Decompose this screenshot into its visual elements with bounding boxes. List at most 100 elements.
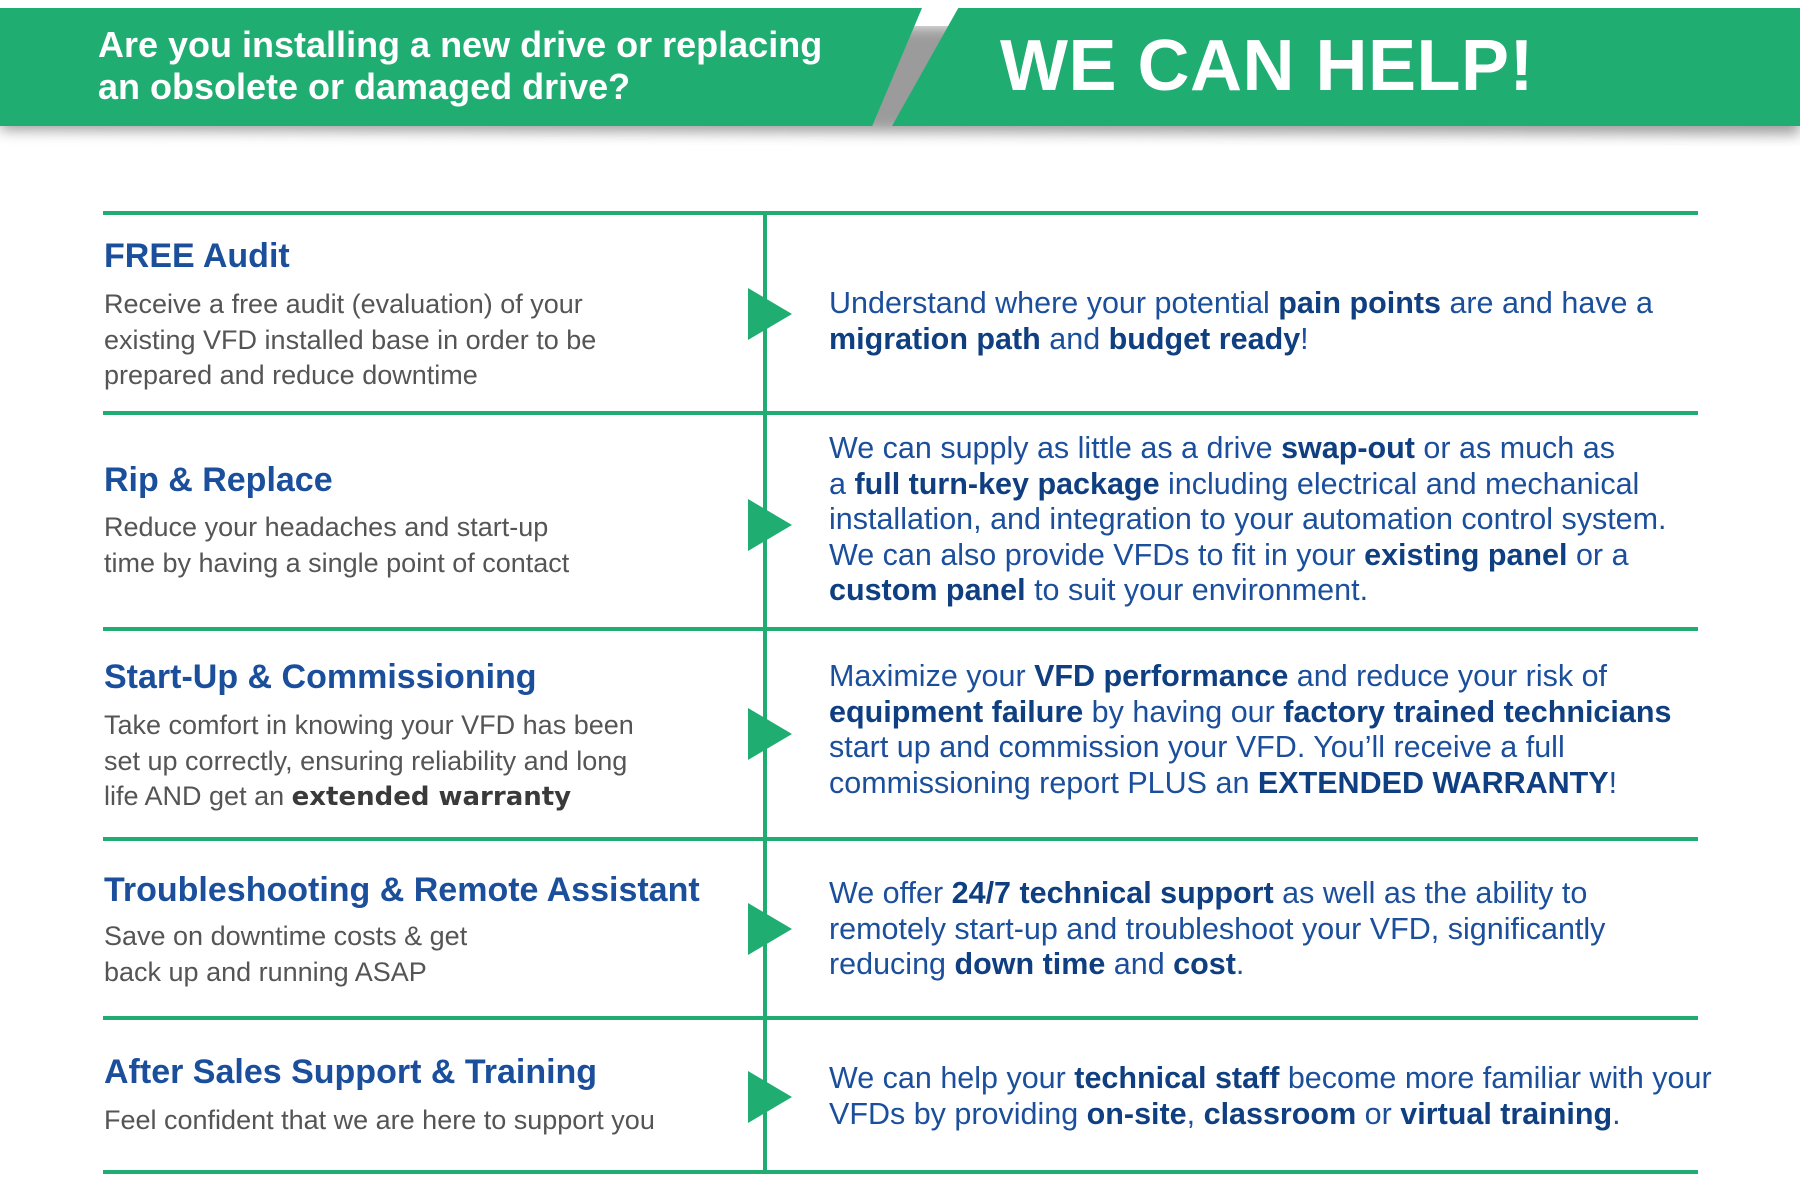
description-line: Receive a free audit (evaluation) of you… (104, 289, 583, 319)
service-description: Feel confident that we are here to suppo… (104, 1103, 724, 1139)
benefit-text: are and have a (1440, 286, 1653, 320)
benefit-highlight: factory trained technicians (1283, 694, 1672, 729)
row-divider (103, 211, 1698, 215)
benefit-text: and (1105, 947, 1174, 981)
benefit-line: We can supply as little as a drive swap-… (829, 431, 1615, 465)
benefit-line: We offer 24/7 technical support as well … (829, 876, 1587, 910)
benefit-text: and reduce your risk of (1288, 659, 1608, 693)
banner-left-panel (0, 8, 922, 126)
benefit-line: equipment failure by having our factory … (829, 695, 1671, 729)
benefit-line: start up and commission your VFD. You’ll… (829, 730, 1565, 764)
benefit-highlight: virtual training (1400, 1096, 1613, 1131)
benefit-text: We can also provide VFDs to fit in your (829, 537, 1365, 572)
benefit-text: by having our (1083, 694, 1284, 729)
benefit-text: reducing (829, 947, 955, 981)
service-benefit: We offer 24/7 technical support as well … (829, 876, 1779, 983)
benefit-highlight: migration path (829, 321, 1041, 356)
benefit-text: ! (1300, 321, 1309, 356)
service-description: Take comfort in knowing your VFD has bee… (104, 708, 724, 816)
service-benefit: We can supply as little as a drive swap-… (829, 431, 1779, 609)
benefit-text: or as much as (1414, 431, 1615, 465)
benefit-text: Understand where your potential (829, 286, 1279, 320)
benefit-text: . (1612, 1096, 1621, 1131)
benefit-highlight: cost (1173, 947, 1236, 981)
benefit-line: commissioning report PLUS an EXTENDED WA… (829, 766, 1617, 800)
arrow-icon (748, 1071, 792, 1123)
arrow-icon (748, 903, 792, 955)
row-divider (103, 627, 1698, 631)
description-line: prepared and reduce downtime (104, 360, 478, 390)
description-line: Reduce your headaches and start-up (104, 512, 549, 542)
benefit-text: or a (1567, 537, 1629, 572)
description-line: back up and running ASAP (104, 956, 427, 987)
benefit-highlight: technical staff (1074, 1061, 1280, 1095)
benefit-text: We can supply as little as a drive (829, 431, 1282, 465)
benefit-text: including electrical and mechanical (1159, 466, 1640, 501)
benefit-highlight: custom panel (829, 573, 1026, 607)
benefit-highlight: EXTENDED WARRANTY (1257, 765, 1609, 800)
service-title: After Sales Support & Training (104, 1053, 598, 1091)
benefit-text: ! (1608, 765, 1618, 800)
benefit-line: Maximize your VFD performance and reduce… (829, 659, 1607, 693)
benefit-text: We can help your (829, 1061, 1075, 1095)
benefit-text: Maximize your (829, 659, 1035, 693)
benefit-text: . (1235, 947, 1245, 981)
row-divider (103, 1016, 1698, 1020)
benefit-line: custom panel to suit your environment. (829, 573, 1368, 607)
service-title: Start-Up & Commissioning (104, 658, 537, 696)
benefit-highlight: on-site (1086, 1096, 1187, 1131)
description-line: Save on downtime costs & get (104, 921, 468, 951)
benefit-text: VFDs by providing (829, 1096, 1087, 1131)
column-divider (763, 211, 767, 1174)
benefit-text: to suit your environment. (1025, 573, 1369, 607)
benefit-highlight: down time (954, 947, 1106, 981)
benefit-highlight: budget ready (1108, 321, 1301, 356)
benefit-highlight: pain points (1278, 286, 1441, 320)
benefit-highlight: equipment failure (829, 694, 1084, 729)
row-divider (103, 1170, 1698, 1174)
description-line: Feel confident that we are here to suppo… (104, 1105, 655, 1135)
extended-warranty-highlight: extended warranty (291, 782, 572, 812)
benefit-text: , (1186, 1096, 1204, 1131)
service-benefit: Understand where your potential pain poi… (829, 286, 1779, 357)
benefit-line: installation, and integration to your au… (829, 502, 1667, 536)
benefit-text: a (829, 466, 855, 501)
benefit-highlight: full turn-key package (854, 466, 1160, 501)
benefit-line: reducing down time and cost. (829, 947, 1244, 981)
benefit-text: remotely start-up and troubleshoot your … (829, 911, 1606, 946)
arrow-icon (748, 499, 792, 551)
benefit-line: a full turn-key package including electr… (829, 467, 1639, 501)
benefit-line: VFDs by providing on-site, classroom or … (829, 1097, 1621, 1131)
service-description: Receive a free audit (evaluation) of you… (104, 287, 724, 394)
benefit-highlight: existing panel (1364, 537, 1568, 572)
service-title: FREE Audit (104, 237, 290, 275)
benefit-line: remotely start-up and troubleshoot your … (829, 912, 1605, 946)
benefit-text: and (1040, 321, 1109, 356)
description-text: life AND get an (104, 781, 292, 811)
service-benefit: Maximize your VFD performance and reduce… (829, 659, 1779, 801)
benefit-text: as well as the ability to (1273, 876, 1588, 910)
benefit-highlight: 24/7 technical support (951, 876, 1274, 910)
row-divider (103, 837, 1698, 841)
benefit-text: commissioning report PLUS an (829, 765, 1258, 800)
benefit-highlight: VFD performance (1034, 659, 1289, 693)
benefit-text: or (1356, 1096, 1401, 1131)
service-description: Reduce your headaches and start-up time … (104, 510, 724, 581)
description-line: Take comfort in knowing your VFD has bee… (104, 710, 634, 740)
benefit-line: migration path and budget ready! (829, 322, 1309, 356)
benefit-text: start up and commission your VFD. You’ll… (829, 730, 1565, 764)
banner-tagline: WE CAN HELP! (1000, 26, 1534, 106)
description-line: life AND get an extended warranty (104, 781, 572, 812)
benefit-line: We can also provide VFDs to fit in your … (829, 538, 1629, 572)
benefit-highlight: classroom (1203, 1096, 1357, 1131)
row-divider (103, 411, 1698, 415)
service-title: Troubleshooting & Remote Assistant (104, 871, 700, 909)
banner-question: Are you installing a new drive or replac… (98, 24, 858, 108)
benefit-line: We can help your technical staff become … (829, 1061, 1712, 1095)
banner-right-panel (892, 8, 1800, 126)
benefit-line: Understand where your potential pain poi… (829, 286, 1653, 320)
benefit-text: We offer (829, 876, 952, 910)
description-line: existing VFD installed base in order to … (104, 324, 597, 355)
arrow-icon (748, 708, 792, 760)
service-benefit: We can help your technical staff become … (829, 1061, 1779, 1132)
